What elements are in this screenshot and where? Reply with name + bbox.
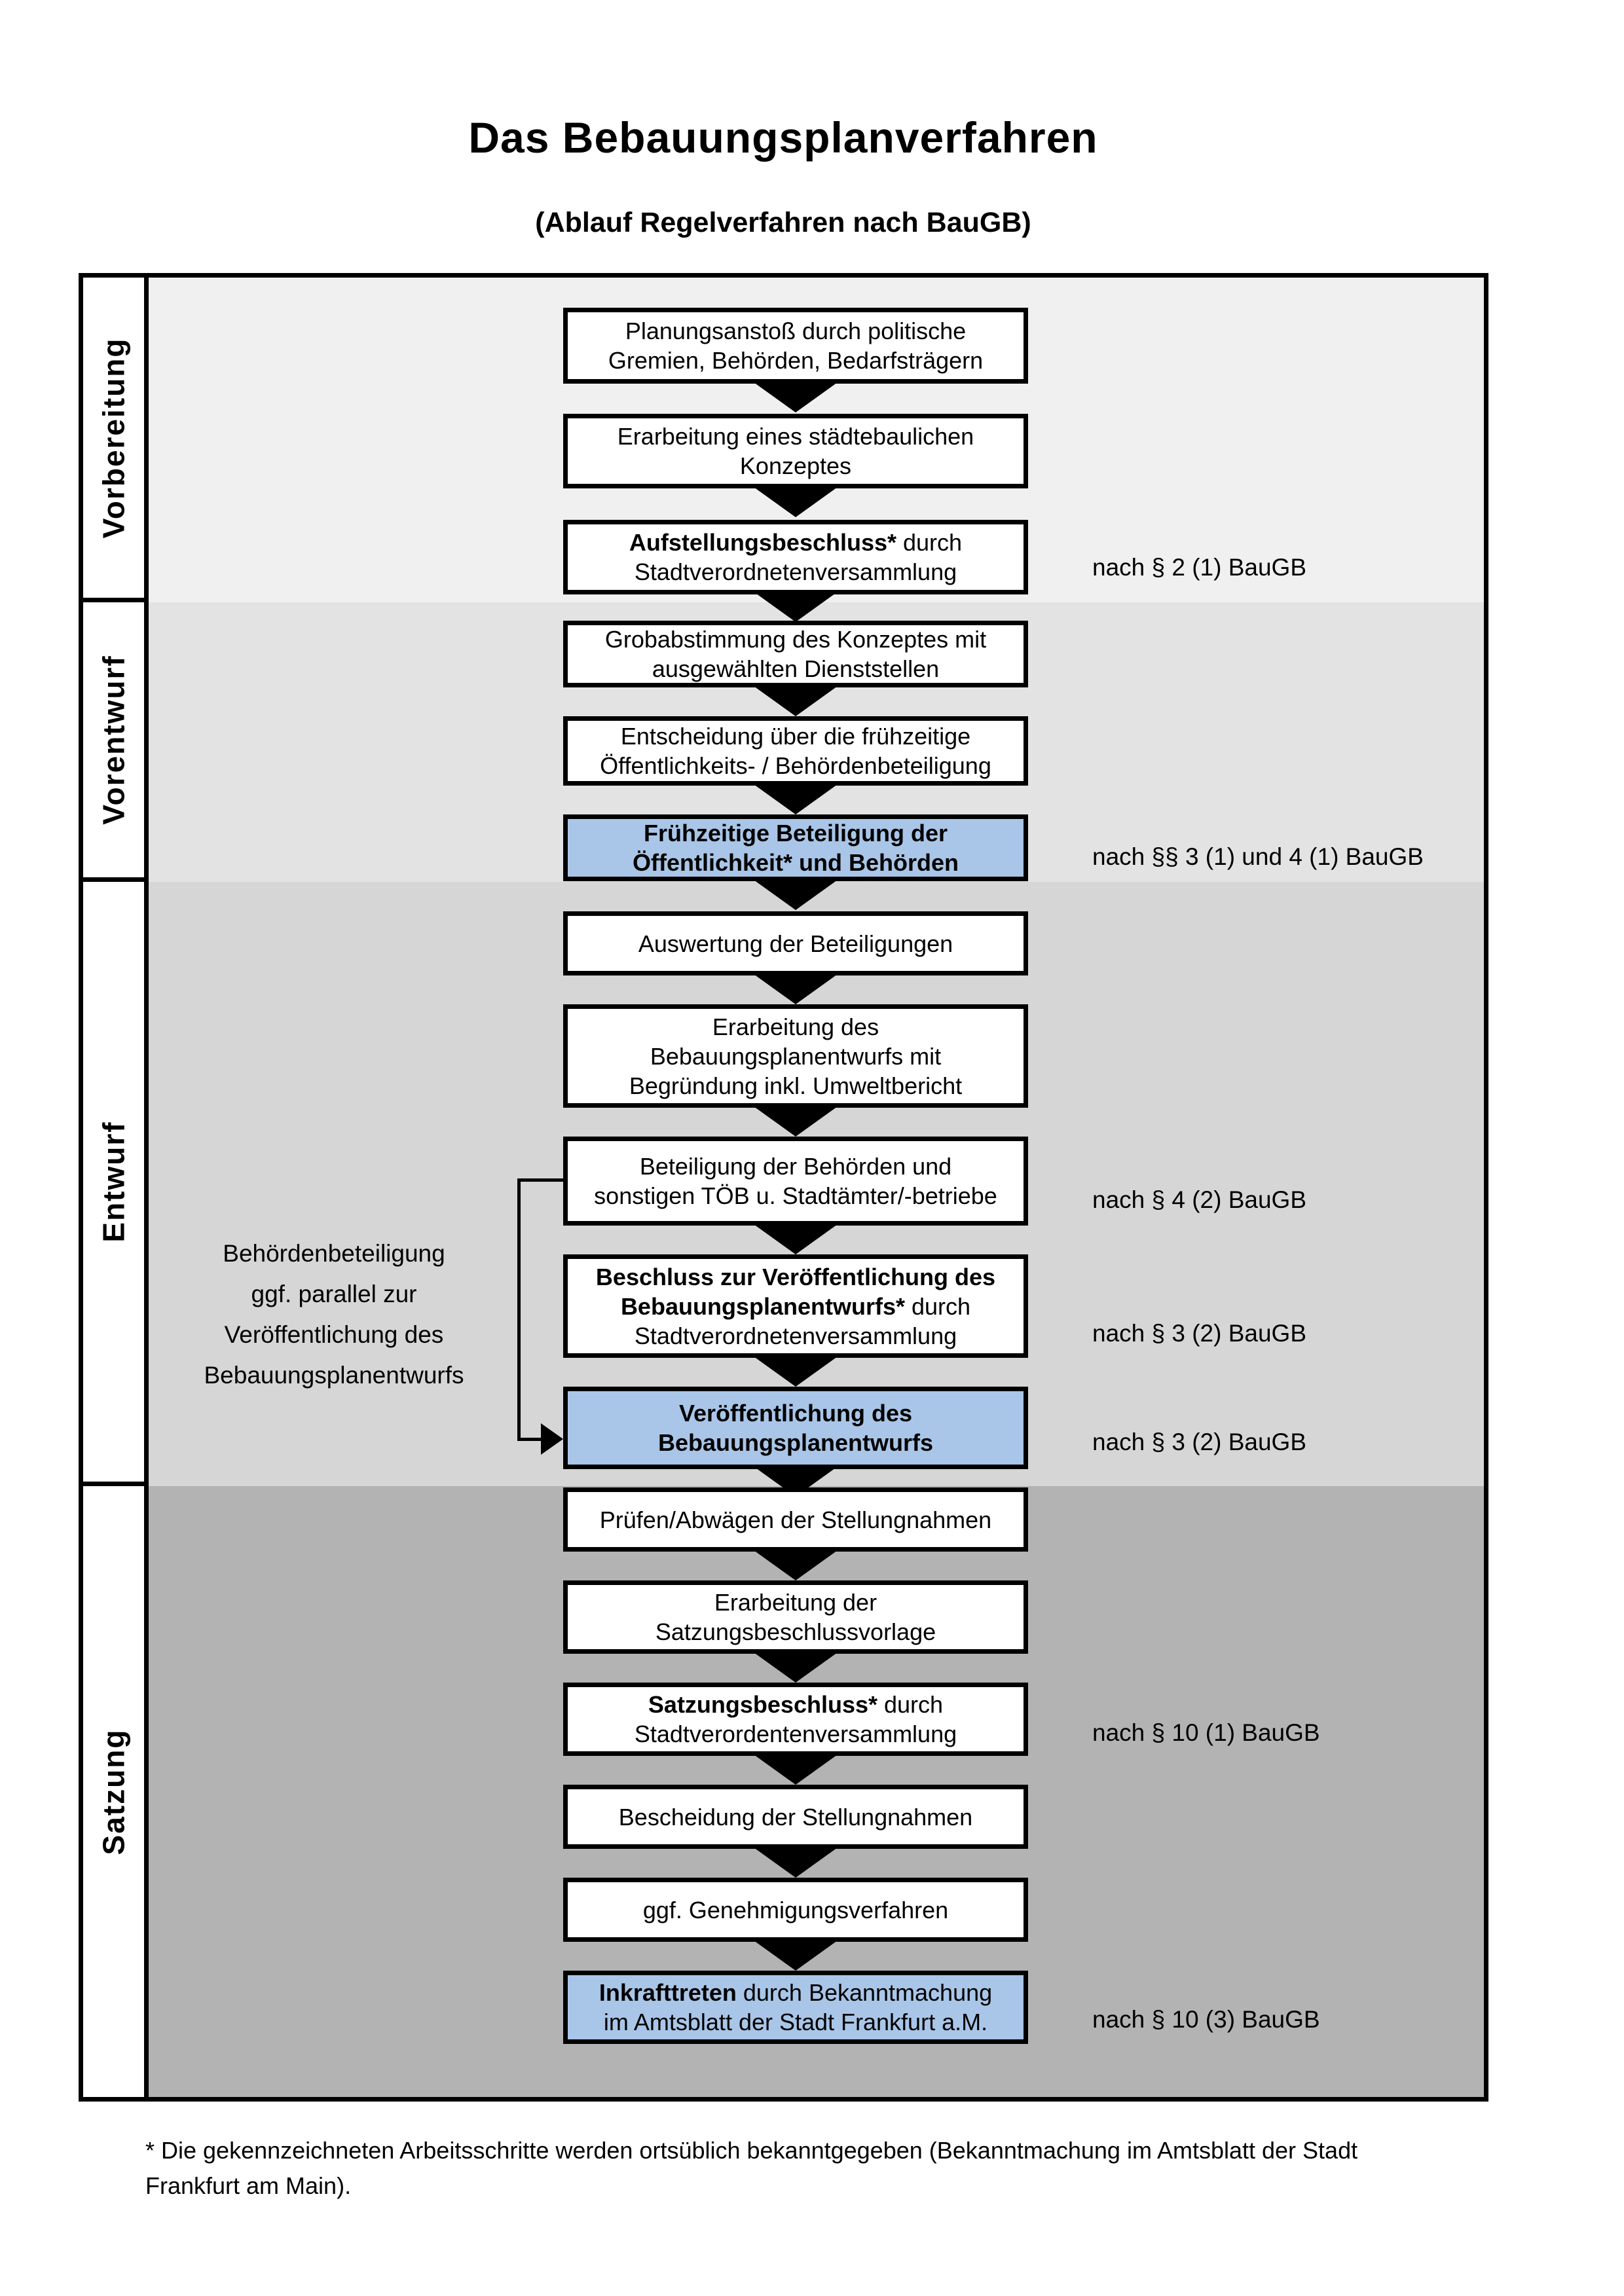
phase-label-entwurf: Entwurf — [96, 1121, 131, 1243]
legal-ref-veroeffentlichung: nach § 3 (2) BauGB — [1092, 1429, 1307, 1455]
down-arrow-icon — [754, 880, 838, 910]
down-arrow-icon — [754, 1357, 838, 1387]
down-arrow-icon — [754, 1941, 838, 1971]
phase-cell-vorbereitung: Vorbereitung — [83, 278, 149, 602]
step-entscheidung-fruehzeitige-beteiligung: Entscheidung über die frühzeitige Öffent… — [563, 716, 1028, 786]
step-auswertung-beteiligungen: Auswertung der Beteiligungen — [563, 911, 1028, 975]
step-planungsanstoss: Planungsanstoß durch politische Gremien,… — [563, 308, 1028, 384]
legal-ref-beschluss-veroeffentlichung: nach § 3 (2) BauGB — [1092, 1320, 1307, 1347]
phase-cell-entwurf: Entwurf — [83, 882, 149, 1486]
phase-cell-vorentwurf: Vorentwurf — [83, 602, 149, 882]
down-arrow-icon — [754, 974, 838, 1004]
down-arrow-icon — [754, 1652, 838, 1683]
step-satzungsbeschluss: Satzungsbeschluss* durch Stadtverordente… — [563, 1683, 1028, 1756]
legal-ref-beteiligung-behoerden: nach § 4 (2) BauGB — [1092, 1186, 1307, 1213]
phase-label-vorentwurf: Vorentwurf — [96, 655, 131, 825]
phase-cell-satzung: Satzung — [83, 1486, 149, 2097]
right-arrow-icon — [541, 1423, 563, 1455]
down-arrow-icon — [754, 1550, 838, 1580]
step-genehmigungsverfahren: ggf. Genehmigungsverfahren — [563, 1878, 1028, 1942]
page-title: Das Bebauungsplanverfahren — [468, 113, 1098, 162]
step-inkrafttreten: Inkrafttreten durch Bekanntmachung im Am… — [563, 1971, 1028, 2044]
down-arrow-icon — [754, 487, 838, 517]
step-aufstellungsbeschluss: Aufstellungsbeschluss* durch Stadtverord… — [563, 520, 1028, 594]
down-arrow-icon — [754, 382, 838, 412]
parallel-annotation: Behördenbeteiligung ggf. parallel zur Ve… — [204, 1240, 464, 1389]
step-beschluss-veroeffentlichung: Beschluss zur Veröffentlichung des Bebau… — [563, 1254, 1028, 1358]
step-veroeffentlichung-entwurf: Veröffentlichung des Bebauungsplanentwur… — [563, 1387, 1028, 1469]
down-arrow-icon — [754, 592, 838, 622]
legal-ref-fruehzeitige-beteiligung: nach §§ 3 (1) und 4 (1) BauGB — [1092, 843, 1424, 870]
down-arrow-icon — [754, 1224, 838, 1254]
step-erarbeitung-bebauungsplanentwurf: Erarbeitung des Bebauungsplanentwurfs mi… — [563, 1004, 1028, 1108]
down-arrow-icon — [754, 1106, 838, 1137]
legal-ref-satzungsbeschluss: nach § 10 (1) BauGB — [1092, 1719, 1320, 1746]
page-subtitle: (Ablauf Regelverfahren nach BauGB) — [535, 207, 1031, 238]
down-arrow-icon — [754, 1755, 838, 1785]
step-grobabstimmung: Grobabstimmung des Konzeptes mit ausgewä… — [563, 621, 1028, 687]
step-bescheidung-stellungnahmen: Bescheidung der Stellungnahmen — [563, 1785, 1028, 1849]
down-arrow-icon — [754, 686, 838, 716]
footnote: * Die gekennzeichneten Arbeitsschritte w… — [145, 2137, 1358, 2199]
step-fruehzeitige-beteiligung: Frühzeitige Beteiligung der Öffentlichke… — [563, 814, 1028, 881]
parallel-connector-bottom-line — [517, 1438, 544, 1441]
step-satzungsbeschlussvorlage: Erarbeitung der Satzungsbeschlussvorlage — [563, 1580, 1028, 1654]
step-pruefen-abwaegen: Prüfen/Abwägen der Stellungnahmen — [563, 1487, 1028, 1552]
down-arrow-icon — [754, 784, 838, 814]
step-beteiligung-behoerden-toeb: Beteiligung der Behörden und sonstigen T… — [563, 1137, 1028, 1226]
phase-label-vorbereitung: Vorbereitung — [96, 337, 131, 538]
phase-label-satzung: Satzung — [96, 1728, 131, 1855]
step-staedtebauliches-konzept: Erarbeitung eines städtebaulichen Konzep… — [563, 414, 1028, 488]
legal-ref-aufstellungsbeschluss: nach § 2 (1) BauGB — [1092, 554, 1307, 581]
legal-ref-inkrafttreten: nach § 10 (3) BauGB — [1092, 2006, 1320, 2033]
parallel-connector-vertical-line — [517, 1178, 521, 1440]
down-arrow-icon — [754, 1848, 838, 1878]
parallel-connector-top-line — [517, 1178, 563, 1182]
